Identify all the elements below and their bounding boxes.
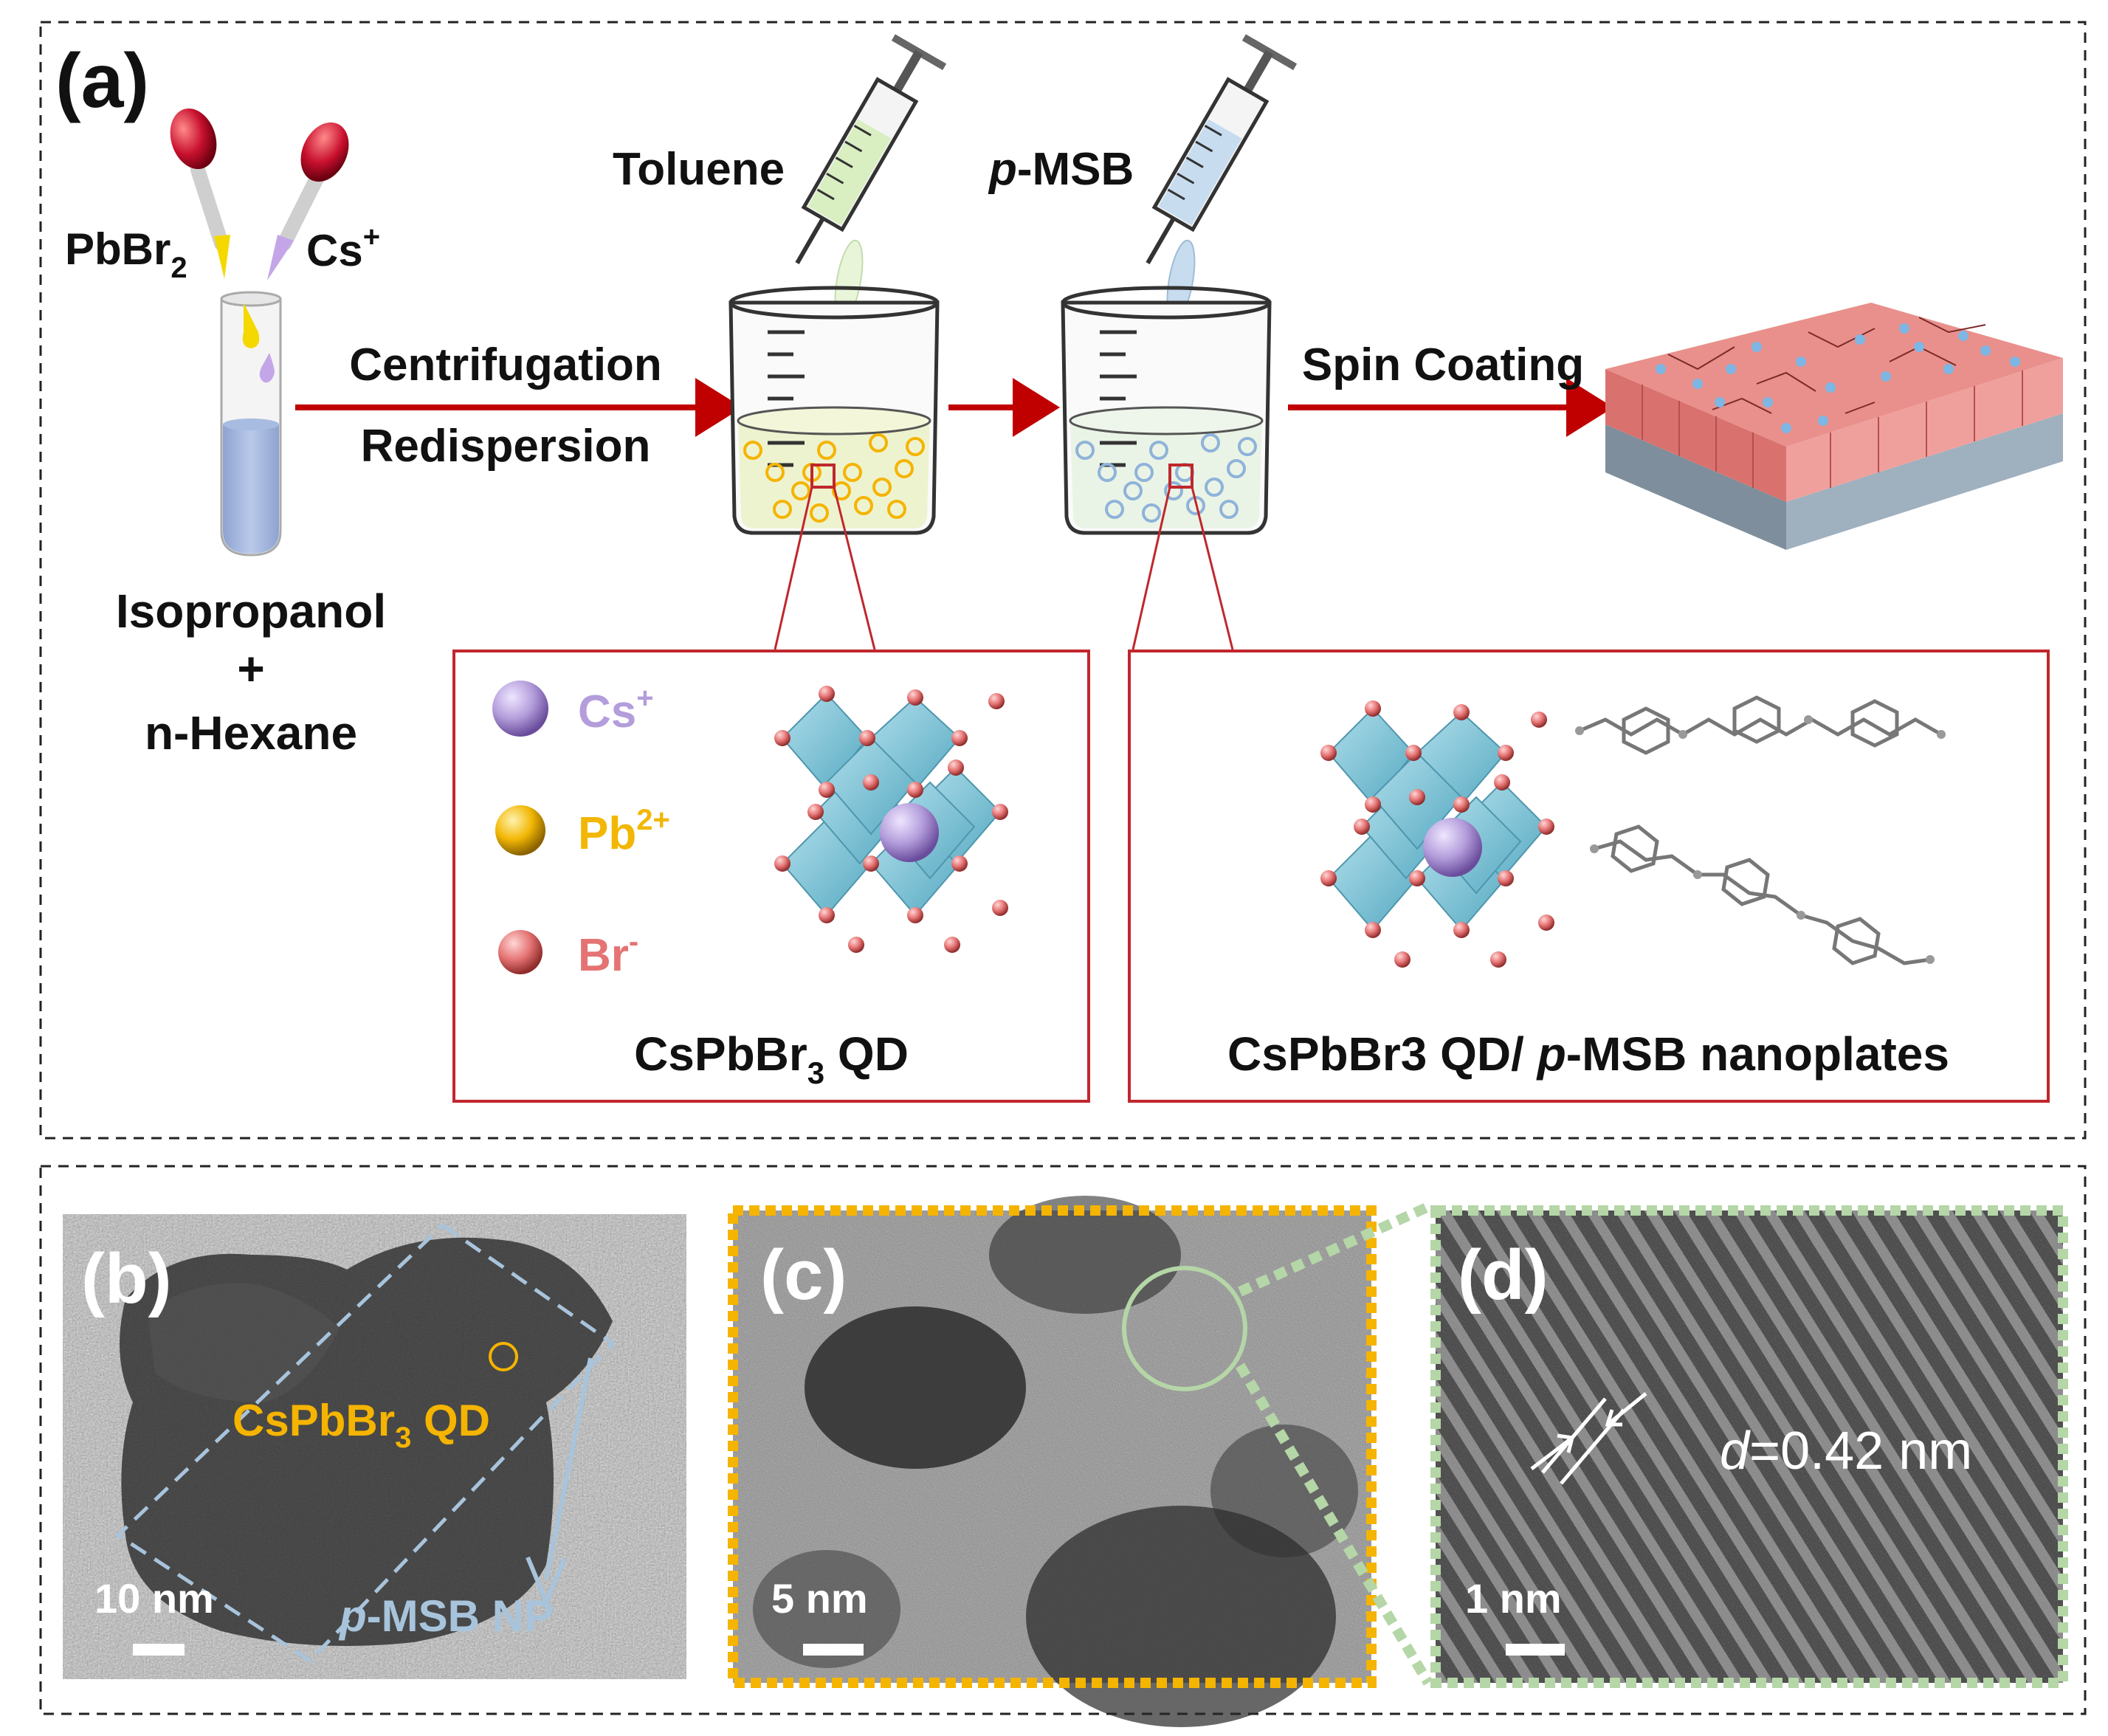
solvent-line3: n-Hexane [145, 706, 357, 760]
panel-b-tem [63, 1214, 686, 1679]
scale-c-text: 5 nm [771, 1575, 868, 1622]
panel-b-label: (b) [81, 1239, 172, 1318]
pmsb-label: p-MSB [988, 144, 1134, 195]
solvent-line1: Isopropanol [116, 585, 386, 638]
zoom-line [1132, 486, 1171, 650]
cs-dropper [267, 122, 349, 280]
pbbr2-dropper [170, 108, 230, 279]
cs-label: Cs+ [306, 221, 380, 275]
qd-caption: CsPbBr3 QD [634, 1027, 909, 1090]
np-caption: CsPbBr3 QD/ p-MSB nanoplates [1227, 1027, 1949, 1081]
pb-sphere [495, 805, 545, 855]
zoom-line [1191, 486, 1234, 650]
qd-structure-box [452, 650, 1090, 1103]
panel-c-frame [728, 1205, 1377, 1688]
pbbr2-label: PbBr2 [65, 224, 187, 284]
zoom-line [833, 486, 876, 650]
spin-coating-label: Spin Coating [1302, 340, 1584, 390]
beaker-np [1061, 286, 1272, 535]
legend-pb: Pb2+ [578, 804, 670, 859]
scale-b-bar [133, 1644, 185, 1656]
qd-label: CsPbBr3 QD [232, 1396, 490, 1454]
scale-d-bar [1506, 1644, 1565, 1656]
scale-b-text: 10 nm [94, 1575, 214, 1622]
pmsb-molecule-upper [1579, 695, 1943, 755]
panel-d-frame [1430, 1205, 2068, 1688]
legend-cs: Cs+ [578, 682, 654, 737]
panel-c-label: (c) [760, 1236, 847, 1315]
zoom-connector-top [1238, 1202, 1430, 1297]
panel-bcd-frame [39, 1165, 2087, 1715]
scale-d-text: 1 nm [1465, 1575, 1562, 1622]
np-pointer [544, 1357, 593, 1580]
perovskite-lattice-qd [774, 686, 1008, 953]
panel-c-tem [733, 1196, 1371, 1727]
zoom-region-circle [1122, 1266, 1247, 1391]
beaker-qd [728, 286, 940, 535]
toluene-syringe [795, 34, 947, 265]
zoom-line [774, 486, 813, 650]
perovskite-film [1605, 303, 2063, 550]
np-pointer-head [526, 1556, 567, 1608]
np-outline [114, 1222, 616, 1664]
pmsb-syringe [1146, 34, 1298, 265]
qd-marker-circle [489, 1342, 518, 1371]
step-redispersion: Redispersion [361, 421, 651, 472]
panel-a-frame [39, 21, 2087, 1140]
cs-sphere [492, 681, 548, 737]
step-centrifugation: Centrifugation [349, 340, 662, 390]
np-structure-box [1128, 650, 2050, 1103]
zoom-connector-bottom [1235, 1363, 1433, 1686]
legend-br: Br- [578, 926, 638, 981]
solvent-plus: + [237, 642, 264, 695]
perovskite-lattice-np [1320, 700, 1554, 968]
pmsb-molecule-lower [1594, 824, 1931, 965]
panel-d-label: (d) [1458, 1236, 1549, 1315]
d-spacing-label: d=0.42 nm [1720, 1422, 1972, 1481]
br-sphere [498, 930, 542, 974]
toluene-label: Toluene [613, 144, 785, 195]
np-label: p-MSB NP [338, 1591, 554, 1641]
panel-a-label: (a) [55, 38, 149, 124]
scale-c-bar [803, 1644, 864, 1656]
test-tube [220, 291, 282, 557]
lattice-spacing-marker [1530, 1392, 1647, 1485]
panel-d-hrtem [1436, 1210, 2063, 1683]
